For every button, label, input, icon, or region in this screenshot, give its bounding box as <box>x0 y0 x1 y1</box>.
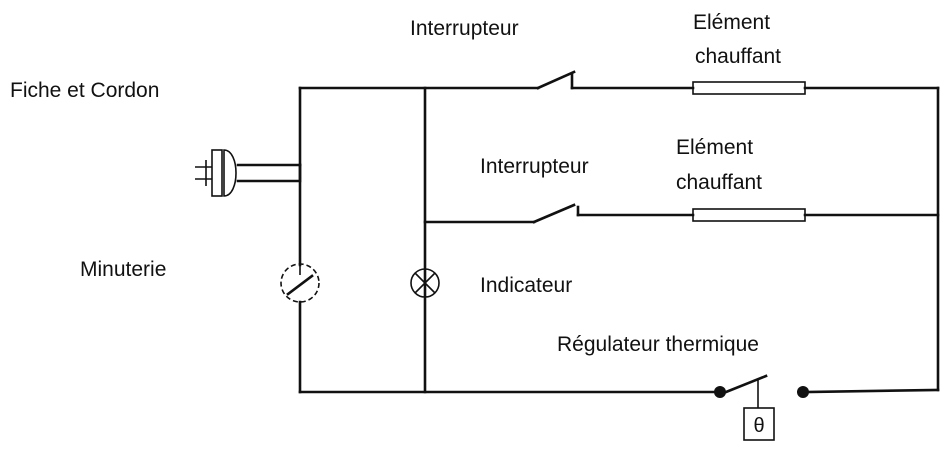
thermostat-icon: θ <box>714 374 809 441</box>
timer-label: Minuterie <box>80 258 166 281</box>
top-switch-icon <box>536 70 576 90</box>
top-heating-element-icon <box>692 81 806 95</box>
plug-icon <box>195 149 237 197</box>
indicator-label: Indicateur <box>480 274 572 297</box>
thermostat-symbol: θ <box>753 415 764 437</box>
bottom-rail-right <box>803 388 940 394</box>
middle-switch-label: Interrupteur <box>480 155 589 178</box>
middle-switch-icon <box>532 203 580 224</box>
top-switch-label: Interrupteur <box>410 17 519 40</box>
top-heater-label-line2: chauffant <box>695 45 781 68</box>
top-heater-label-line1: Elément <box>693 11 770 34</box>
thermostat-label: Régulateur thermique <box>557 333 759 356</box>
indicator-lamp-icon <box>410 268 440 298</box>
middle-heater-label-line2: chauffant <box>676 171 762 194</box>
middle-heating-element-icon <box>692 208 806 222</box>
middle-heater-label-line1: Elément <box>676 136 753 159</box>
plug-cord-label: Fiche et Cordon <box>10 79 159 102</box>
wiring <box>236 86 940 394</box>
timer-icon <box>280 263 320 303</box>
plug-wire-bottom <box>236 163 302 183</box>
